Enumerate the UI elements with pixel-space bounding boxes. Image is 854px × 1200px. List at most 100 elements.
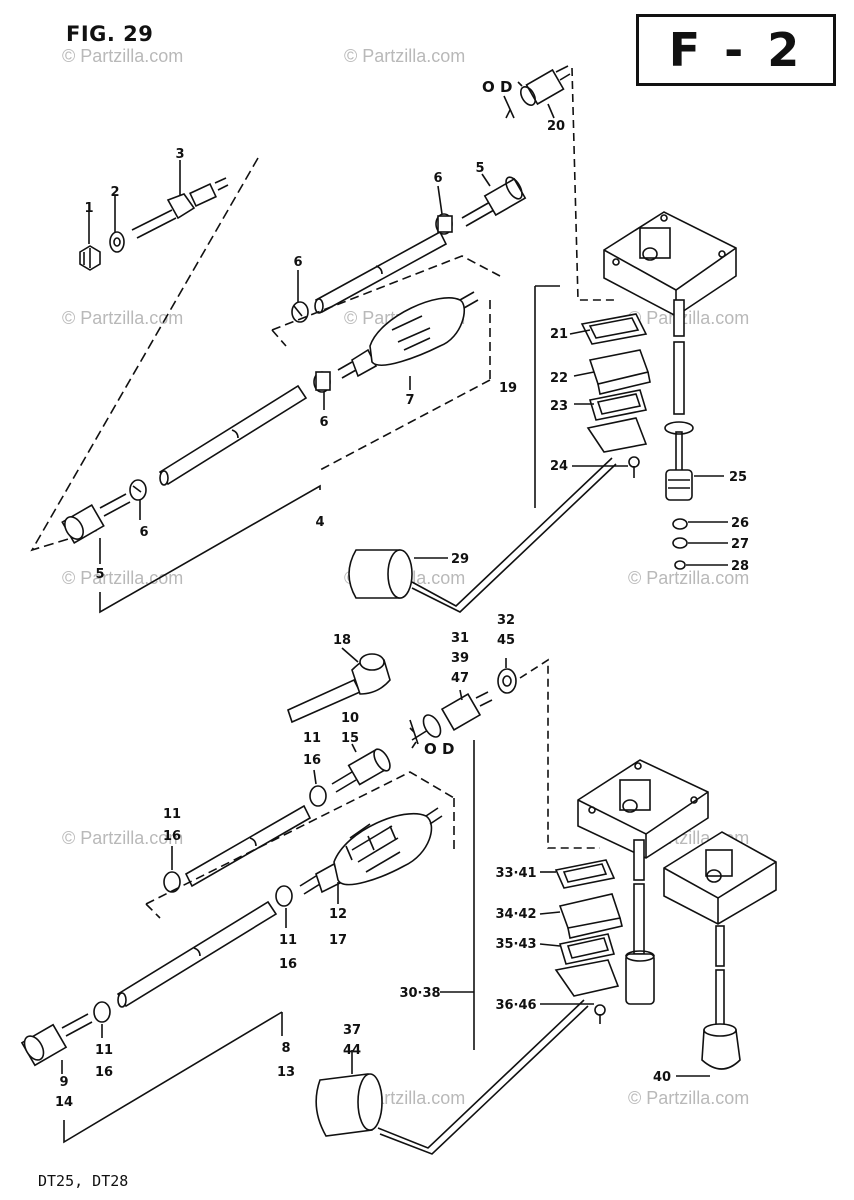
leader-line: [573, 371, 595, 377]
callout-11: 11: [303, 731, 321, 746]
leader-line: [519, 658, 600, 849]
leader-line: [539, 943, 561, 947]
leader-line: [539, 911, 561, 915]
callout-47: 47: [451, 671, 469, 686]
callout-9: 9: [59, 1075, 68, 1090]
callout-34-42: 34·42: [495, 907, 536, 922]
callout-26: 26: [731, 516, 749, 531]
callout-6: 6: [433, 171, 442, 186]
callout-16: 16: [163, 829, 181, 844]
model-label: DT25, DT28: [38, 1172, 129, 1190]
callout-25: 25: [729, 470, 747, 485]
callout-16: 16: [279, 957, 297, 972]
watermark: © Partzilla.com: [62, 568, 184, 588]
part-10-connector: [331, 748, 391, 793]
leader-line: [63, 1011, 283, 1144]
callout-18: 18: [333, 633, 351, 648]
group-boundary-line: [145, 903, 161, 919]
part-40-fitting: [663, 831, 777, 1070]
callout-31: 31: [451, 631, 469, 646]
watermark: © Partzilla.com: [628, 568, 750, 588]
watermark: © Partzilla.com: [628, 308, 750, 328]
callout-6: 6: [319, 415, 328, 430]
callout-5: 5: [95, 567, 104, 582]
callout-10: 10: [341, 711, 359, 726]
figure-number: FIG. 29: [66, 22, 154, 46]
callout-14: 14: [55, 1095, 73, 1110]
group-boundary-line: [145, 771, 455, 905]
section-code: F - 2: [668, 23, 804, 77]
watermark: © Partzilla.com: [62, 308, 184, 328]
leader-line: [99, 484, 321, 614]
part-29-fuel-filter: [348, 457, 617, 613]
callout-11: 11: [95, 1043, 113, 1058]
callout-32: 32: [497, 613, 515, 628]
callout-16: 16: [95, 1065, 113, 1080]
part-31-fitting: [409, 691, 493, 745]
part-8-hose: [116, 900, 278, 1008]
part-21-gasket: [580, 313, 648, 345]
part-6-clamp: [313, 371, 331, 393]
leader-line: [313, 769, 317, 785]
watermark: © Partzilla.com: [344, 46, 466, 66]
callout-19: 19: [499, 381, 517, 396]
leader-line: [481, 173, 491, 187]
callout-27: 27: [731, 537, 749, 552]
part-5-connector: [61, 493, 131, 544]
callout-5: 5: [475, 161, 484, 176]
fuel-tank-fitting-top: [603, 211, 737, 473]
part-9-connector: [20, 1013, 93, 1067]
watermark: © Partzilla.com: [628, 1088, 750, 1108]
part-18-pin: [287, 653, 391, 724]
callout-33-41: 33·41: [495, 866, 536, 881]
part-23-gasket: [588, 389, 648, 421]
leader-line: [437, 185, 443, 215]
outer-diameter-label: O D: [424, 740, 454, 758]
leader-line: [569, 329, 591, 335]
callout-7: 7: [405, 393, 414, 408]
part-11-clamp: [93, 1001, 111, 1023]
leader-line: [459, 689, 463, 701]
callout-1: 1: [84, 201, 93, 216]
part-34-filter-cap: [558, 893, 623, 939]
part-3-fitting: [131, 177, 229, 239]
part-11-clamp: [309, 785, 327, 807]
callout-20: 20: [547, 119, 565, 134]
part-22-filter-cap: [588, 349, 651, 395]
callout-21: 21: [550, 327, 568, 342]
callout-2: 2: [110, 185, 119, 200]
callout-22: 22: [550, 371, 568, 386]
callout-15: 15: [341, 731, 359, 746]
callout-6: 6: [139, 525, 148, 540]
part-32-washer: [497, 668, 517, 694]
callout-23: 23: [550, 399, 568, 414]
part-36-bracket: [554, 959, 620, 1024]
part-7-primer-bulb: [337, 291, 479, 379]
part-20-fitting: [503, 65, 571, 119]
hose-segment-upper: [314, 230, 448, 314]
callout-13: 13: [277, 1065, 295, 1080]
callout-16: 16: [303, 753, 321, 768]
callout-12: 12: [329, 907, 347, 922]
part-35-gasket: [558, 933, 616, 965]
part-33-gasket: [554, 859, 616, 889]
callout-29: 29: [451, 552, 469, 567]
callout-24: 24: [550, 459, 568, 474]
callout-17: 17: [329, 933, 347, 948]
callout-11: 11: [279, 933, 297, 948]
callout-3: 3: [175, 147, 184, 162]
part-6-clamp: [435, 213, 453, 235]
part-6-clamp: [129, 479, 147, 501]
group-boundary-line: [271, 255, 501, 331]
group-boundary-line: [271, 329, 287, 347]
leader-line: [547, 103, 555, 119]
part-5-connector: [461, 176, 527, 227]
callout-36-46: 36·46: [495, 998, 536, 1013]
part-37-fuel-filter: [315, 999, 589, 1155]
part-28-screw: [674, 560, 686, 570]
callout-4: 4: [315, 515, 324, 530]
hose-segment-upper: [184, 804, 312, 888]
part-11-clamp: [275, 885, 293, 907]
part-27-washer: [672, 537, 688, 549]
